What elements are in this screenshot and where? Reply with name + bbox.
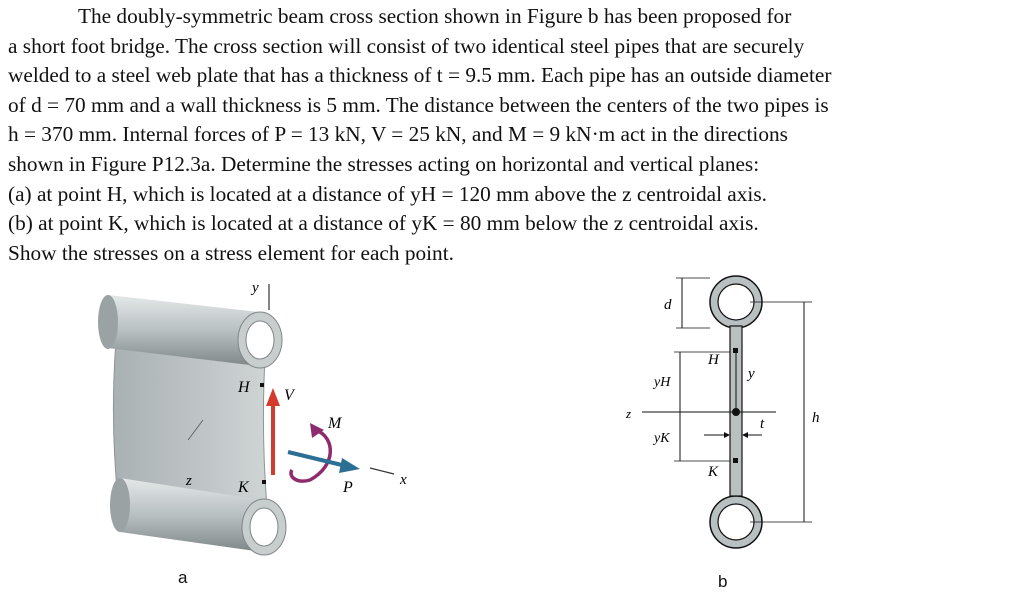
caption-figure-b: b xyxy=(718,572,728,591)
problem-line: Show the stresses on a stress element fo… xyxy=(8,240,454,265)
axial-force-arrowhead xyxy=(339,458,360,473)
problem-statement: The doubly-symmetric beam cross section … xyxy=(8,2,1018,268)
label-t: t xyxy=(760,416,765,432)
figure-a-beam-3d: y z H K V M P x xyxy=(98,280,407,556)
bottom-pipe xyxy=(110,478,287,556)
label-y: y xyxy=(250,280,259,296)
problem-line: welded to a steel web plate that has a t… xyxy=(8,63,832,88)
label-x: x xyxy=(399,472,407,488)
x-axis xyxy=(369,467,395,475)
moment-arrow xyxy=(289,428,333,483)
problem-line: a short foot bridge. The cross section w… xyxy=(8,33,805,58)
z-axis xyxy=(187,419,204,441)
problem-line: of d = 70 mm and a wall thickness is 5 m… xyxy=(8,92,829,117)
point-k-marker-b xyxy=(733,458,738,463)
shear-force-arrowhead xyxy=(266,388,280,406)
axial-force-arrow xyxy=(287,450,347,468)
point-k-marker xyxy=(262,480,266,484)
label-k-b: K xyxy=(707,464,719,480)
label-h-b: H xyxy=(707,352,720,368)
label-z: z xyxy=(185,473,192,489)
centroid-marker xyxy=(732,408,740,416)
moment-arrowhead xyxy=(310,423,324,438)
problem-line: The doubly-symmetric beam cross section … xyxy=(78,4,792,28)
label-m: M xyxy=(327,415,343,432)
point-h-marker xyxy=(260,383,264,387)
problem-line: shown in Figure P12.3a. Determine the st… xyxy=(8,151,760,176)
label-k: K xyxy=(237,479,250,496)
label-d: d xyxy=(664,297,672,313)
label-z-b: z xyxy=(625,406,631,421)
caption-figure-a: a xyxy=(178,568,188,587)
problem-line: (b) at point K, which is located at a di… xyxy=(8,211,759,236)
top-pipe xyxy=(98,295,283,369)
point-h-marker-b xyxy=(733,348,738,353)
label-y-b: y xyxy=(746,366,755,382)
label-v: V xyxy=(284,387,296,404)
label-yk: yK xyxy=(652,431,670,446)
label-p: P xyxy=(342,479,353,496)
problem-line: (a) at point H, which is located at a di… xyxy=(8,181,767,206)
label-yh: yH xyxy=(652,375,671,390)
figure-b-cross-section: d h z y H yH K yK t xyxy=(625,275,820,549)
problem-line: h = 370 mm. Internal forces of P = 13 kN… xyxy=(8,122,788,147)
label-h-dim: h xyxy=(812,410,820,426)
label-h: H xyxy=(237,379,251,396)
